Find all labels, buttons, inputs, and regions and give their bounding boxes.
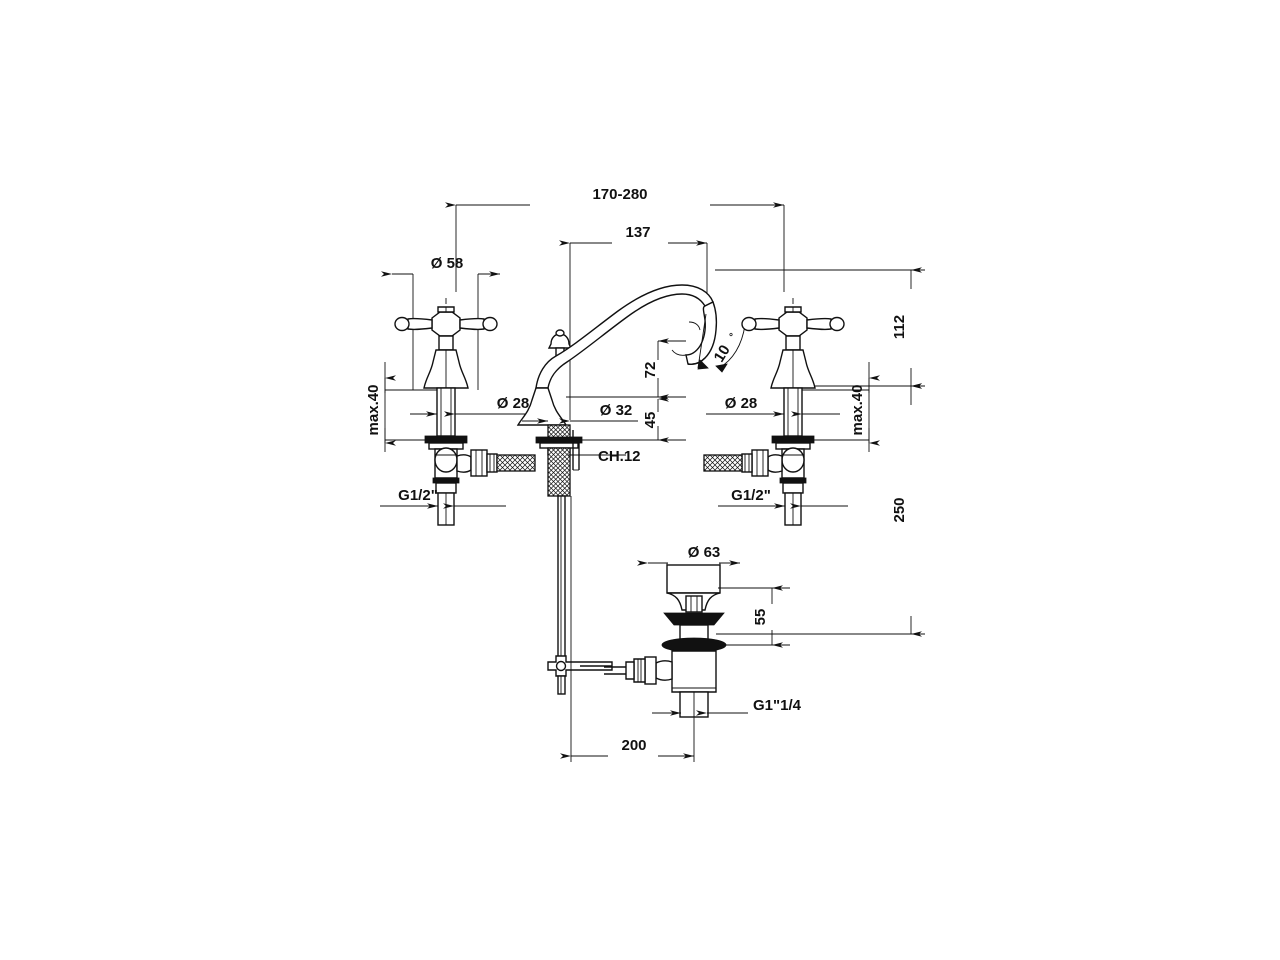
dimension-spout-height-72: 72	[642, 338, 686, 400]
dimension-rod-to-waste-label: 200	[621, 737, 646, 754]
annotation-wrench-size-label: CH.12	[598, 448, 641, 465]
annotation-wrench-size: CH.12	[568, 448, 641, 465]
dimension-rod-to-waste: 200	[560, 496, 695, 762]
dimension-waste-outlet-thread-label: G1"1/4	[753, 697, 802, 714]
dimension-shank-diameter-left: Ø 28	[410, 395, 530, 417]
right-valve-assembly	[703, 298, 845, 526]
dimension-shank-diameter-left-label: Ø 28	[497, 395, 530, 412]
dimension-spout-base-45-label: 45	[642, 412, 659, 429]
dimension-waste-flange-diameter-label: Ø 63	[688, 544, 721, 561]
dimension-waste-outlet-thread: G1"1/4	[652, 697, 802, 716]
dimension-spout-height-72-label: 72	[642, 362, 659, 379]
annotation-angle-unit: °	[729, 332, 733, 343]
dimension-deck-thickness-right: max.40	[802, 362, 880, 452]
dimension-shank-diameter-right: Ø 28	[706, 395, 840, 417]
dimension-deck-thickness-right-label: max.40	[849, 385, 866, 436]
dimension-inlet-thread-right: G1/2"	[718, 487, 848, 509]
dimension-spread-range-label: 170-280	[592, 186, 647, 203]
dimension-spout-shank-diameter: Ø 32	[522, 402, 638, 424]
dimension-spout-reach: 137	[559, 224, 708, 420]
dimension-height-stack: 112 250	[715, 267, 925, 637]
dimension-rosette-diameter-label: Ø 58	[431, 255, 464, 272]
dimension-inlet-thread-left: G1/2"	[380, 487, 506, 509]
dimension-waste-height-label: 55	[752, 609, 769, 626]
dimension-spout-base-45: 45	[566, 396, 686, 443]
dimension-deck-thickness-left-label: max.40	[365, 385, 382, 436]
pop-up-lift-rod	[547, 495, 613, 695]
dimension-shank-diameter-right-label: Ø 28	[725, 395, 758, 412]
pop-up-waste-assembly	[604, 564, 727, 718]
dimension-waste-flange-diameter: Ø 63	[637, 544, 740, 572]
dimension-height-above-deck-label: 112	[891, 315, 908, 339]
dimension-rosette-diameter: Ø 58	[381, 255, 500, 390]
dimension-inlet-thread-right-label: G1/2"	[731, 487, 771, 504]
dimension-waste-height: 55	[718, 585, 790, 648]
annotation-spout-tilt-angle-label: 10	[711, 342, 734, 365]
spout-assembly	[516, 284, 718, 497]
dimension-spout-shank-diameter-label: Ø 32	[600, 402, 633, 419]
dimension-spout-reach-label: 137	[625, 224, 650, 241]
dimension-spread-range: 170-280	[445, 186, 785, 292]
dimension-deck-thickness-left: max.40	[365, 362, 437, 452]
annotation-spout-tilt-angle: 10 °	[687, 313, 746, 373]
dimension-inlet-thread-left-label: G1/2"	[398, 487, 438, 504]
dimension-height-below-deck-label: 250	[891, 497, 908, 522]
